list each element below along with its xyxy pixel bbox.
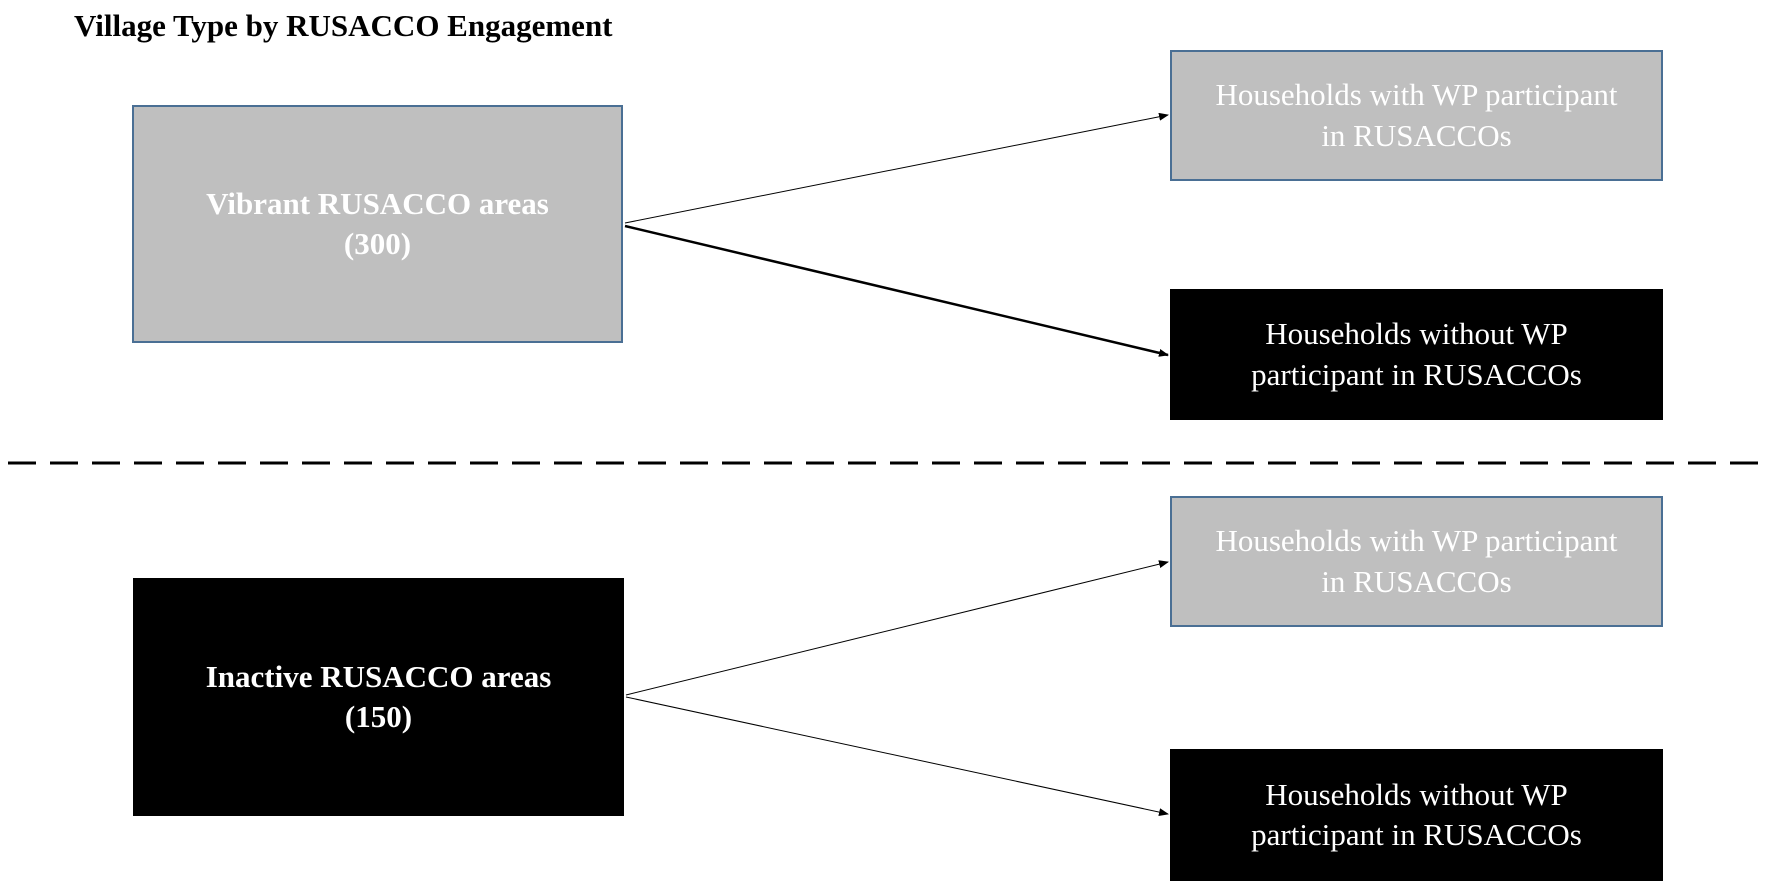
node-label-line1: Households with WP participant [1215,523,1618,559]
vibrant-areas-count: (300) [343,226,412,261]
node-label-line2: in RUSACCOs [1321,563,1512,599]
node-label-line1: Households without WP [1265,776,1568,812]
vibrant-areas-node: Vibrant RUSACCO areas (300) [132,105,623,343]
inactive-without-participant-node: Households without WP participant in RUS… [1170,749,1663,881]
vibrant-areas-label: Vibrant RUSACCO areas [206,185,549,221]
node-label-line2: participant in RUSACCOs [1251,817,1582,852]
vibrant-with-participant-node: Households with WP participant in RUSACC… [1170,50,1663,181]
arrow-inactive-to-without [625,696,1169,817]
inactive-areas-label: Inactive RUSACCO areas [205,658,552,694]
node-label-line2: in RUSACCOs [1321,117,1512,153]
arrow-vibrant-to-with [624,112,1169,224]
node-label-line1: Households without WP [1265,316,1568,352]
diagram-title: Village Type by RUSACCO Engagement [74,8,613,43]
inactive-with-participant-node: Households with WP participant in RUSACC… [1170,496,1663,627]
node-label-line1: Households with WP participant [1215,77,1618,113]
vibrant-without-participant-node: Households without WP participant in RUS… [1170,289,1663,420]
arrow-inactive-to-with [625,560,1169,696]
inactive-areas-count: (150) [344,699,413,734]
inactive-areas-node: Inactive RUSACCO areas (150) [133,578,624,816]
arrow-vibrant-to-without [624,224,1169,357]
node-label-line2: participant in RUSACCOs [1251,356,1582,392]
